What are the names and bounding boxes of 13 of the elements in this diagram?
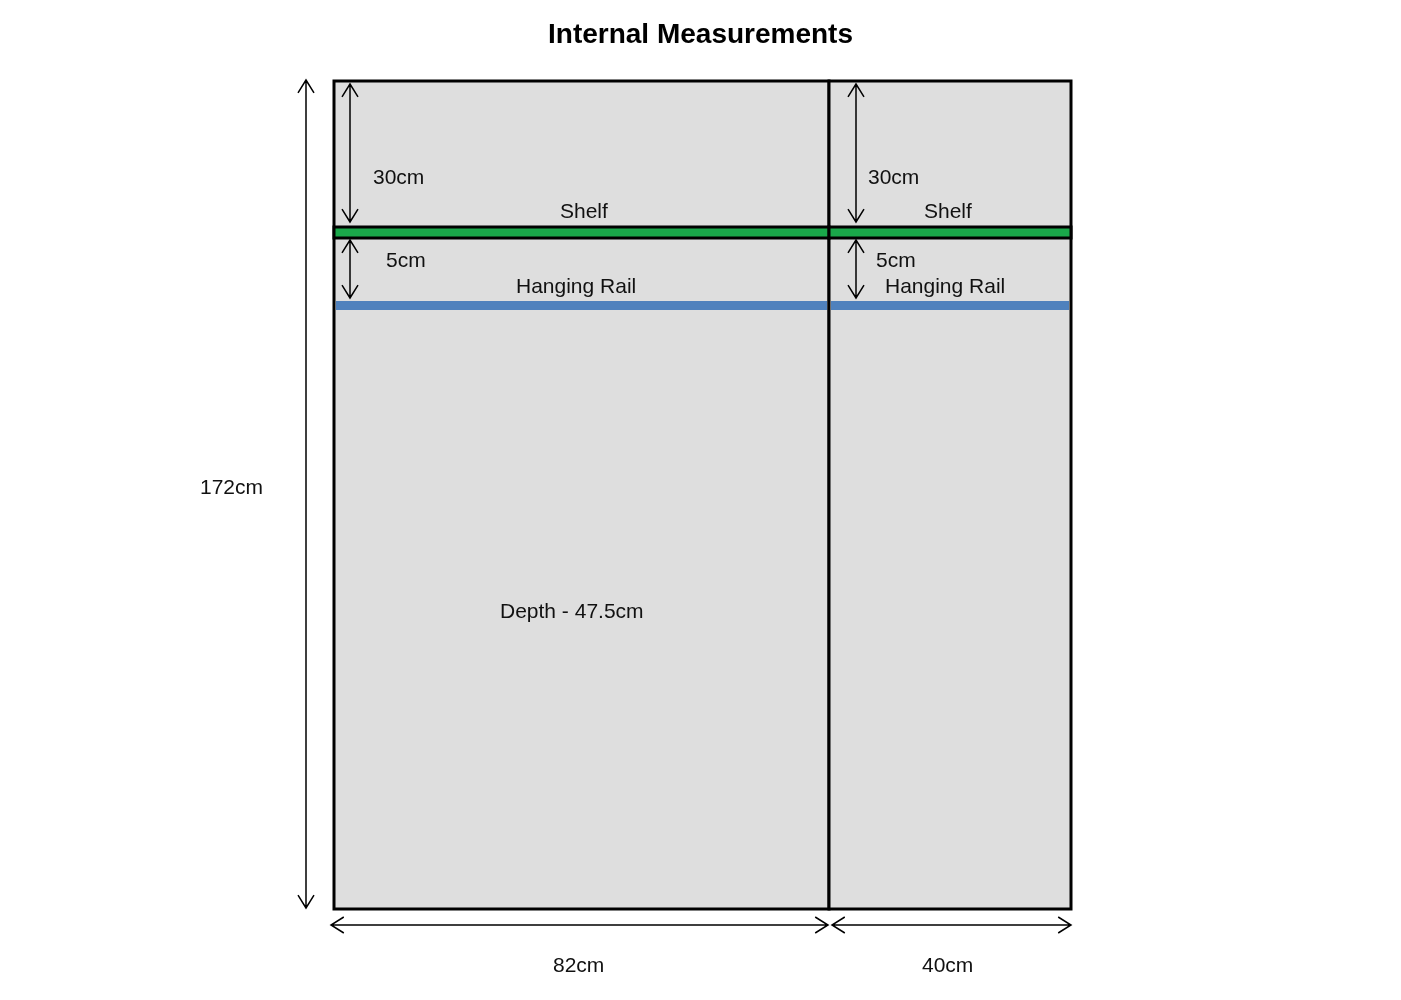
part-label: Hanging Rail (885, 275, 1006, 296)
dimension-label: 30cm (868, 166, 920, 187)
part-label: Shelf (924, 200, 972, 221)
dimension-label: 172cm (200, 476, 264, 497)
dimension-label: 5cm (876, 249, 916, 270)
part-label: Hanging Rail (516, 275, 637, 296)
dimension-label: 40cm (922, 954, 974, 975)
dimension-label: 82cm (553, 954, 605, 975)
depth-note: Depth - 47.5cm (500, 600, 644, 621)
dimension-label: 30cm (373, 166, 425, 187)
diagram-title: Internal Measurements (548, 18, 853, 50)
dimension-label: 5cm (386, 249, 426, 270)
part-label: Shelf (560, 200, 608, 221)
